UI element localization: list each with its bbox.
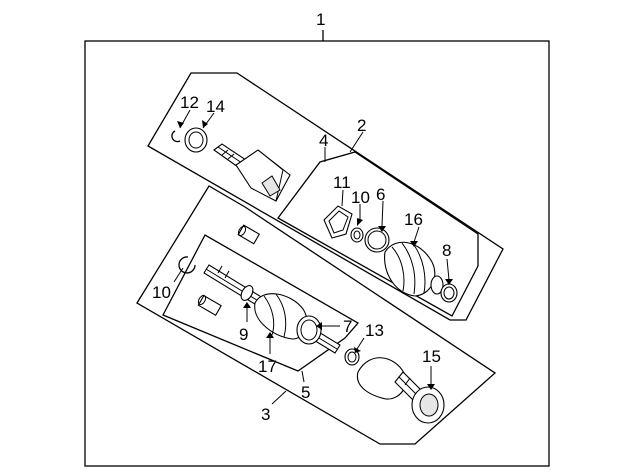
leader-10-lower (173, 267, 184, 283)
snap-ring-12 (171, 130, 181, 143)
plug-lower (197, 294, 222, 316)
callout-15: 15 (422, 347, 441, 366)
leader-16 (413, 226, 420, 243)
leader-3 (271, 390, 287, 405)
leader-11 (341, 189, 344, 207)
seal-14-inner (188, 131, 204, 149)
leader-5 (301, 370, 305, 383)
outer-joint (356, 357, 423, 401)
callout-12: 12 (180, 93, 199, 112)
ring-10-upper (350, 227, 364, 243)
callout-2: 2 (357, 116, 366, 135)
callout-8: 8 (442, 241, 451, 260)
clip-9 (240, 285, 254, 301)
outer-frame (84, 40, 550, 467)
callout-10-upper: 10 (351, 188, 370, 207)
callout-3: 3 (261, 405, 270, 424)
boot-16 (384, 241, 444, 297)
callout-9: 9 (239, 325, 248, 344)
arrow-12 (177, 121, 184, 128)
callout-16: 16 (404, 210, 423, 229)
callout-14: 14 (206, 97, 225, 116)
panel-2 (147, 72, 504, 321)
washer-13 (344, 348, 360, 366)
clamp-11 (323, 205, 353, 239)
callout-17: 17 (258, 357, 277, 376)
inner-joint-housing (213, 143, 291, 202)
callout-11: 11 (333, 173, 351, 192)
callout-7: 7 (343, 317, 352, 336)
callout-5: 5 (301, 383, 310, 402)
callout-6: 6 (376, 185, 385, 204)
arrow-14 (202, 120, 208, 128)
plug-upper (237, 224, 261, 245)
panel-5 (162, 234, 360, 372)
callout-10-lower: 10 (152, 283, 171, 302)
leader-6 (381, 200, 384, 227)
clamp-ring-6 (364, 227, 390, 253)
callout-13: 13 (365, 321, 384, 340)
leader-2 (349, 131, 364, 153)
panel-3 (136, 185, 497, 445)
callout-1: 1 (316, 10, 325, 29)
panel-4 (277, 151, 479, 317)
seal-14-outer (184, 127, 208, 153)
leader-13 (356, 337, 365, 350)
callout-4: 4 (319, 131, 328, 150)
leader-8 (446, 258, 450, 281)
